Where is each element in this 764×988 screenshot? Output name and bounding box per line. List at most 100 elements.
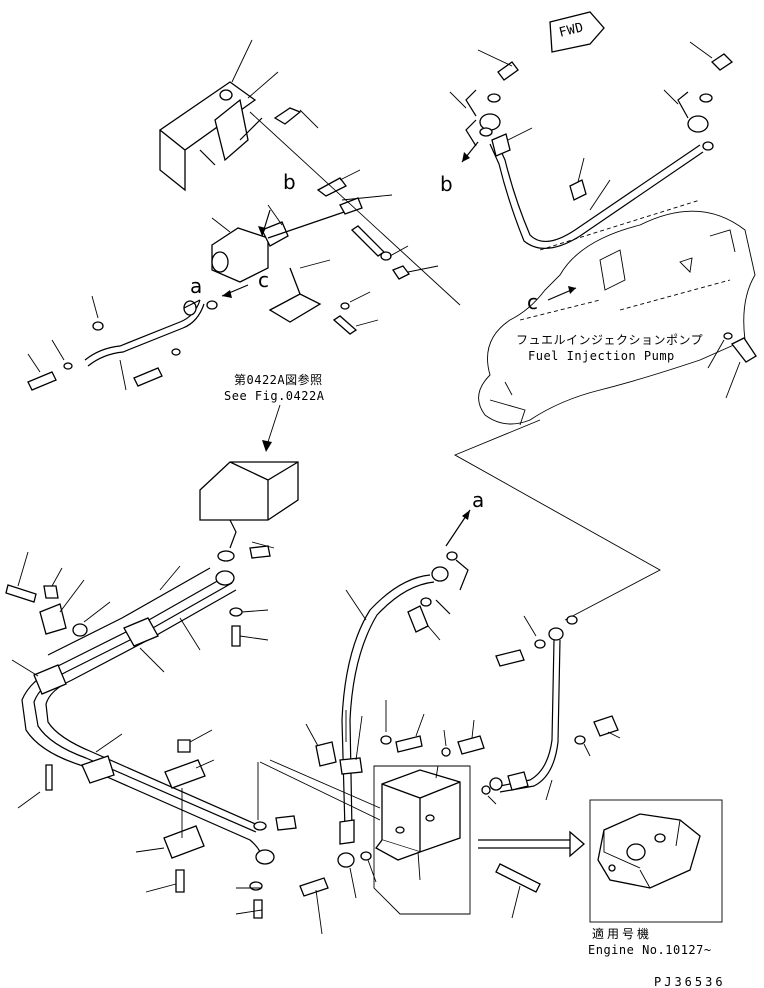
nut — [392, 265, 410, 280]
leader — [707, 339, 725, 369]
leader — [415, 713, 425, 737]
reference-block — [199, 404, 299, 562]
valve-port — [211, 251, 229, 273]
top-left-assembly — [27, 39, 461, 391]
leader — [265, 404, 281, 449]
leader — [589, 179, 611, 211]
leader — [267, 204, 283, 226]
leader — [507, 127, 533, 141]
leader — [349, 291, 371, 303]
arrowhead — [568, 286, 576, 294]
clamp-plate — [163, 825, 205, 859]
arrowhead — [462, 152, 470, 162]
fuel-pipe — [495, 139, 701, 242]
banjo-fitting — [479, 113, 501, 131]
arrow-letter-c-top: c — [258, 268, 269, 292]
leader — [83, 601, 111, 623]
leader — [235, 909, 263, 915]
leader — [299, 109, 319, 129]
bolt — [175, 869, 185, 893]
applicable-label-jp: 適用号機 — [592, 927, 653, 941]
leader — [477, 49, 513, 67]
washer — [446, 551, 458, 561]
clamp — [569, 179, 587, 201]
leader — [51, 567, 63, 587]
washer — [340, 302, 350, 310]
leader — [119, 359, 127, 391]
leader — [299, 259, 331, 269]
inset-port — [608, 864, 616, 872]
leader — [639, 869, 651, 889]
leader — [339, 169, 361, 181]
inset-arrow — [478, 839, 570, 849]
leader — [91, 295, 99, 319]
arrow-letter-a-bottom: a — [472, 488, 485, 512]
arrow-letter-b-top: b — [283, 170, 296, 194]
arrow-a — [183, 299, 201, 309]
right-hose-outline — [499, 639, 561, 793]
bolt — [45, 764, 53, 791]
clamp-band — [339, 757, 363, 775]
leader — [577, 157, 585, 183]
washer — [380, 251, 392, 261]
bracket-c — [268, 267, 322, 323]
washer — [479, 127, 493, 137]
leader — [583, 743, 591, 757]
valve-housing — [381, 769, 461, 853]
right-hose — [499, 639, 555, 787]
inset-housing — [597, 813, 701, 889]
pump-details — [599, 229, 736, 291]
leader — [341, 194, 393, 201]
fuel-pipe-outline — [489, 143, 704, 250]
fitting — [249, 545, 271, 559]
long-bolt — [495, 863, 541, 893]
leader — [189, 729, 213, 743]
leader — [523, 615, 537, 637]
connector-lines — [453, 419, 661, 621]
leader — [27, 353, 41, 373]
leader — [51, 339, 65, 361]
pump-bolt — [731, 337, 757, 363]
inset-port — [626, 843, 646, 861]
banjo-fitting — [337, 852, 355, 868]
banjo-fitting — [687, 115, 709, 133]
pipe-end-fitting — [255, 849, 275, 865]
leader — [315, 889, 323, 935]
washer — [566, 615, 578, 625]
washer — [380, 735, 392, 745]
clamp — [123, 617, 159, 647]
fuel-injection-pump-outline — [478, 210, 756, 425]
pump-hatching — [519, 199, 731, 321]
bolt — [231, 625, 241, 647]
leader — [159, 565, 181, 591]
leader — [407, 265, 439, 273]
leader — [443, 729, 447, 747]
bolt-head — [710, 53, 734, 71]
leader — [355, 319, 379, 327]
pump-label-en: Fuel Injection Pump — [528, 349, 675, 363]
leader — [59, 579, 85, 613]
leader — [135, 847, 165, 853]
leader — [389, 245, 409, 257]
bracket-edge-lines — [199, 117, 263, 166]
washer — [72, 623, 88, 637]
washer — [481, 785, 491, 795]
arrowhead — [462, 510, 470, 520]
inset — [589, 799, 723, 923]
leader — [607, 731, 621, 739]
leader — [689, 41, 713, 59]
pump-lower-details — [489, 381, 526, 426]
bottom-center-assembly — [257, 509, 621, 935]
port — [395, 826, 405, 834]
leader — [367, 859, 377, 883]
flex-hose — [341, 574, 431, 831]
valve-block-ref — [199, 461, 299, 521]
top-right-assembly — [449, 11, 757, 621]
bolt — [407, 605, 429, 633]
washer — [723, 332, 733, 340]
bolt — [133, 367, 163, 387]
washer — [63, 362, 73, 370]
pump-label-jp: フュエルインジェクションポンプ — [516, 333, 704, 347]
hose-fitting — [507, 771, 529, 791]
